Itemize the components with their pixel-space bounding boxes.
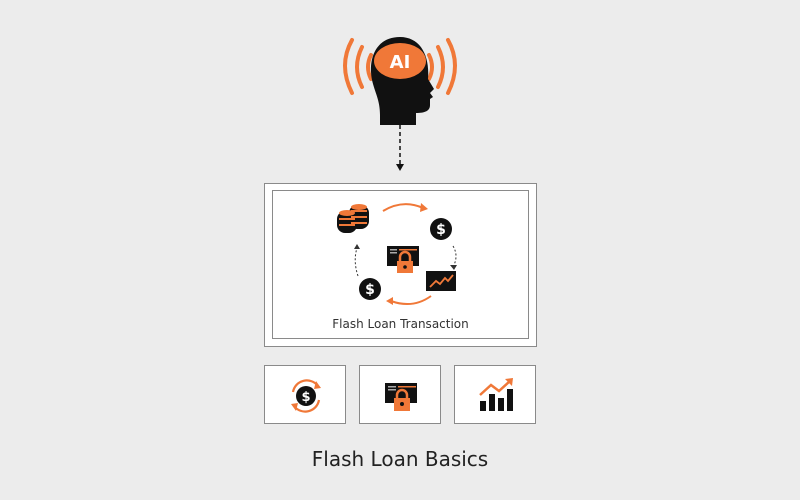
ai-head-icon: AI [343, 37, 457, 125]
ai-badge: AI [390, 52, 411, 73]
flash-loan-cycle-icons: $ $ [337, 203, 457, 306]
svg-text:$: $ [301, 390, 310, 405]
growth-chart-icon [479, 378, 513, 411]
trading-chart-icon [426, 271, 456, 291]
svg-text:$: $ [436, 222, 446, 238]
dollar-coin-icon: $ [430, 218, 452, 240]
card-smart-contract [359, 365, 441, 424]
card-growth-chart [454, 365, 536, 424]
card-dollar-exchange: $ [264, 365, 346, 424]
page-title: Flash Loan Basics [311, 447, 489, 471]
dollar-coin-icon: $ [359, 278, 381, 300]
svg-text:$: $ [365, 282, 375, 298]
flash-loan-diagram: $ $ Flash Loan Transaction [272, 190, 529, 339]
smart-contract-lock-icon [385, 383, 417, 411]
dollar-exchange-icon: $ [291, 379, 321, 413]
coins-icon [337, 204, 369, 233]
flash-loan-diagram-frame: $ $ Flash Loan Transaction [264, 183, 537, 347]
dashed-arrow-icon [396, 125, 404, 171]
diagram-caption: Flash Loan Transaction [332, 317, 469, 331]
smart-contract-lock-icon [387, 246, 419, 273]
